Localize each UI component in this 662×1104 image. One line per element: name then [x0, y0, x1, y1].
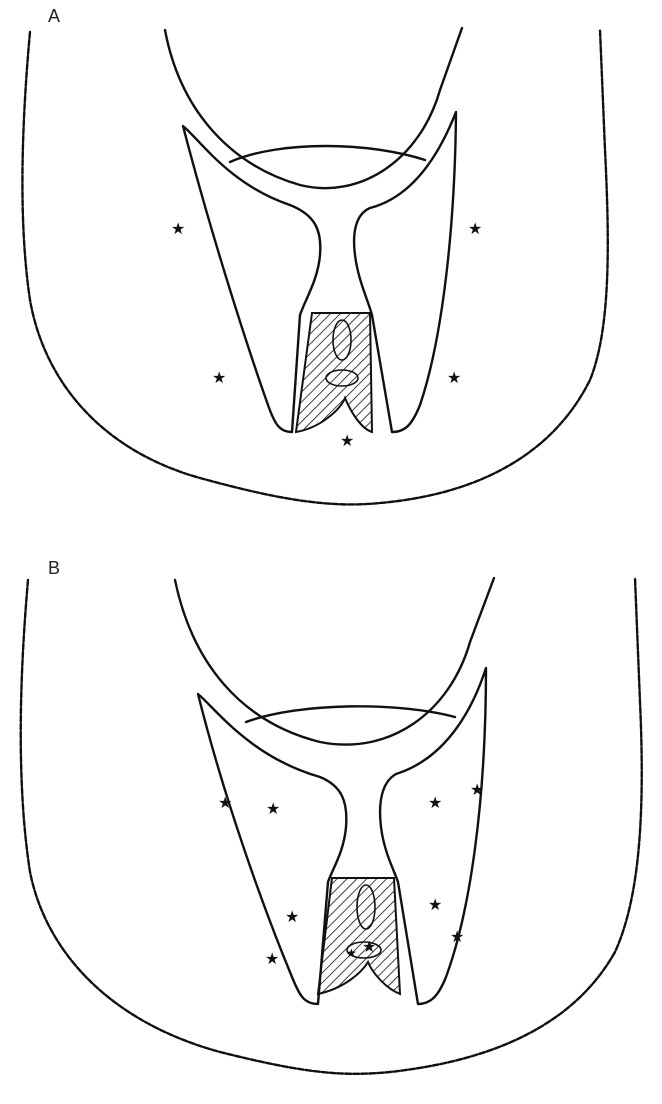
star-icon: ★ [468, 219, 482, 238]
star-icon: ★ [470, 780, 484, 799]
star-icon: ★ [447, 368, 461, 387]
star-icon: ★ [265, 949, 279, 968]
diagram-a: ★ ★ ★ ★ ★ [0, 0, 662, 552]
upper-curve-outer [165, 28, 462, 188]
star-icon: ★ [212, 368, 226, 387]
lens-curve [230, 146, 425, 162]
outer-serrated-outline-teeth [21, 578, 642, 1074]
left-arm [183, 126, 320, 432]
star-icon: ★ [285, 907, 299, 926]
panel-b: B ★ ★ ★ ★ ★ ★ ★ ★ ★ ★ [0, 552, 662, 1104]
star-icon: ★ [450, 927, 464, 946]
star-icon: ★ [218, 793, 232, 812]
panel-a: A ★ ★ ★ ★ ★ [0, 0, 662, 552]
outer-serrated-outline [21, 578, 642, 1074]
star-icon: ★ [266, 799, 280, 818]
star-icon: ★ [428, 895, 442, 914]
star-icon: ★ [362, 937, 376, 956]
outer-serrated-outline [22, 30, 607, 504]
lens-curve [246, 706, 455, 722]
star-icon: ★ [171, 219, 185, 238]
star-icon: ★ [346, 946, 357, 960]
diagram-b: ★ ★ ★ ★ ★ ★ ★ ★ ★ ★ [0, 552, 662, 1104]
star-icon: ★ [428, 793, 442, 812]
star-icon: ★ [340, 431, 354, 450]
